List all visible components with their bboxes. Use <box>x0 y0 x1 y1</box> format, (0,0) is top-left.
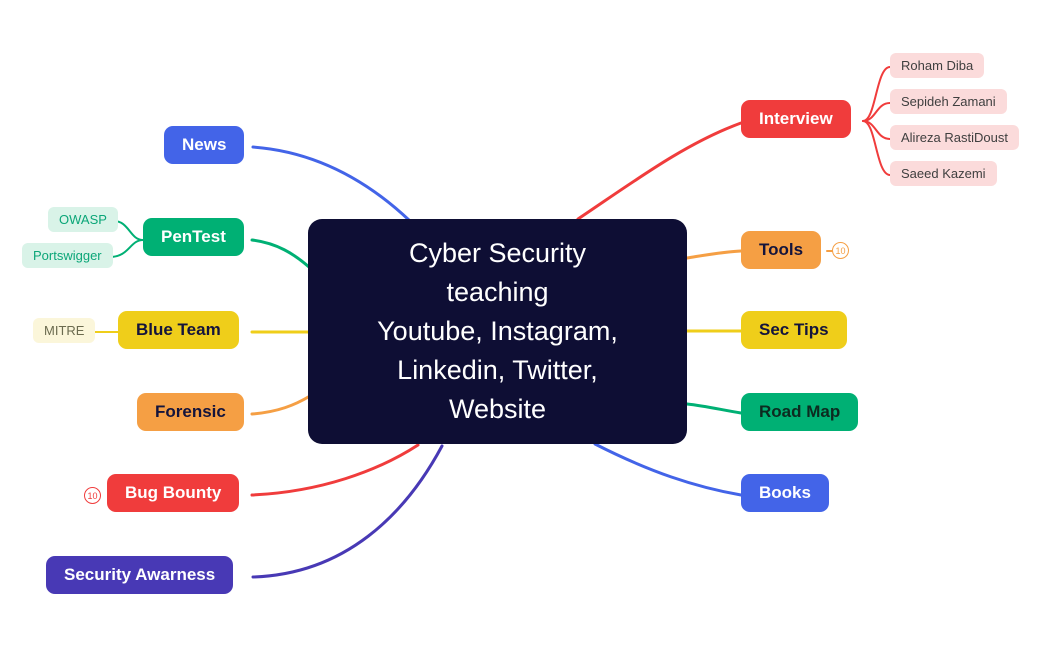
node-tools[interactable]: Tools <box>741 231 822 269</box>
node-security-awarness[interactable]: Security Awarness <box>46 556 234 594</box>
node-news[interactable]: News <box>164 126 245 164</box>
node-portswigger[interactable]: Portswigger <box>22 243 113 268</box>
connector-bug-bounty <box>250 443 420 497</box>
node-saeed-kazemi[interactable]: Saeed Kazemi <box>890 161 997 186</box>
connector-security-awarness <box>251 444 444 579</box>
connector-books <box>593 442 743 497</box>
node-pentest[interactable]: PenTest <box>143 218 244 256</box>
connector-forensic <box>250 394 312 416</box>
bug-bounty-count-badge[interactable]: 10 <box>84 487 101 504</box>
tools-count-badge[interactable]: 10 <box>832 242 849 259</box>
connector-pentest <box>250 238 311 269</box>
connector-interview-child-3 <box>862 120 891 140</box>
connector-tools <box>685 249 743 260</box>
connector-news <box>251 145 412 223</box>
connector-owasp <box>113 220 144 241</box>
node-blue-team[interactable]: Blue Team <box>118 311 239 349</box>
connector-portswigger <box>109 239 144 258</box>
node-sec-tips[interactable]: Sec Tips <box>741 311 847 349</box>
node-owasp[interactable]: OWASP <box>48 207 118 232</box>
node-roham-diba[interactable]: Roham Diba <box>890 53 985 78</box>
node-books[interactable]: Books <box>741 474 829 512</box>
node-road-map[interactable]: Road Map <box>741 393 859 431</box>
connector-interview <box>576 121 743 221</box>
connector-interview-child-4 <box>862 120 891 176</box>
connector-road-map <box>685 402 743 415</box>
node-bug-bounty[interactable]: Bug Bounty <box>107 474 240 512</box>
node-sepideh-zamani[interactable]: Sepideh Zamani <box>890 89 1007 114</box>
connector-interview-child-1 <box>862 66 891 122</box>
node-central-topic[interactable]: Cyber Security teaching Youtube, Instagr… <box>308 219 687 444</box>
node-forensic[interactable]: Forensic <box>137 393 244 431</box>
node-interview[interactable]: Interview <box>741 100 851 138</box>
node-alireza-rastidoust[interactable]: Alireza RastiDoust <box>890 125 1019 150</box>
node-mitre[interactable]: MITRE <box>33 318 96 343</box>
connector-interview-child-2 <box>862 102 891 122</box>
